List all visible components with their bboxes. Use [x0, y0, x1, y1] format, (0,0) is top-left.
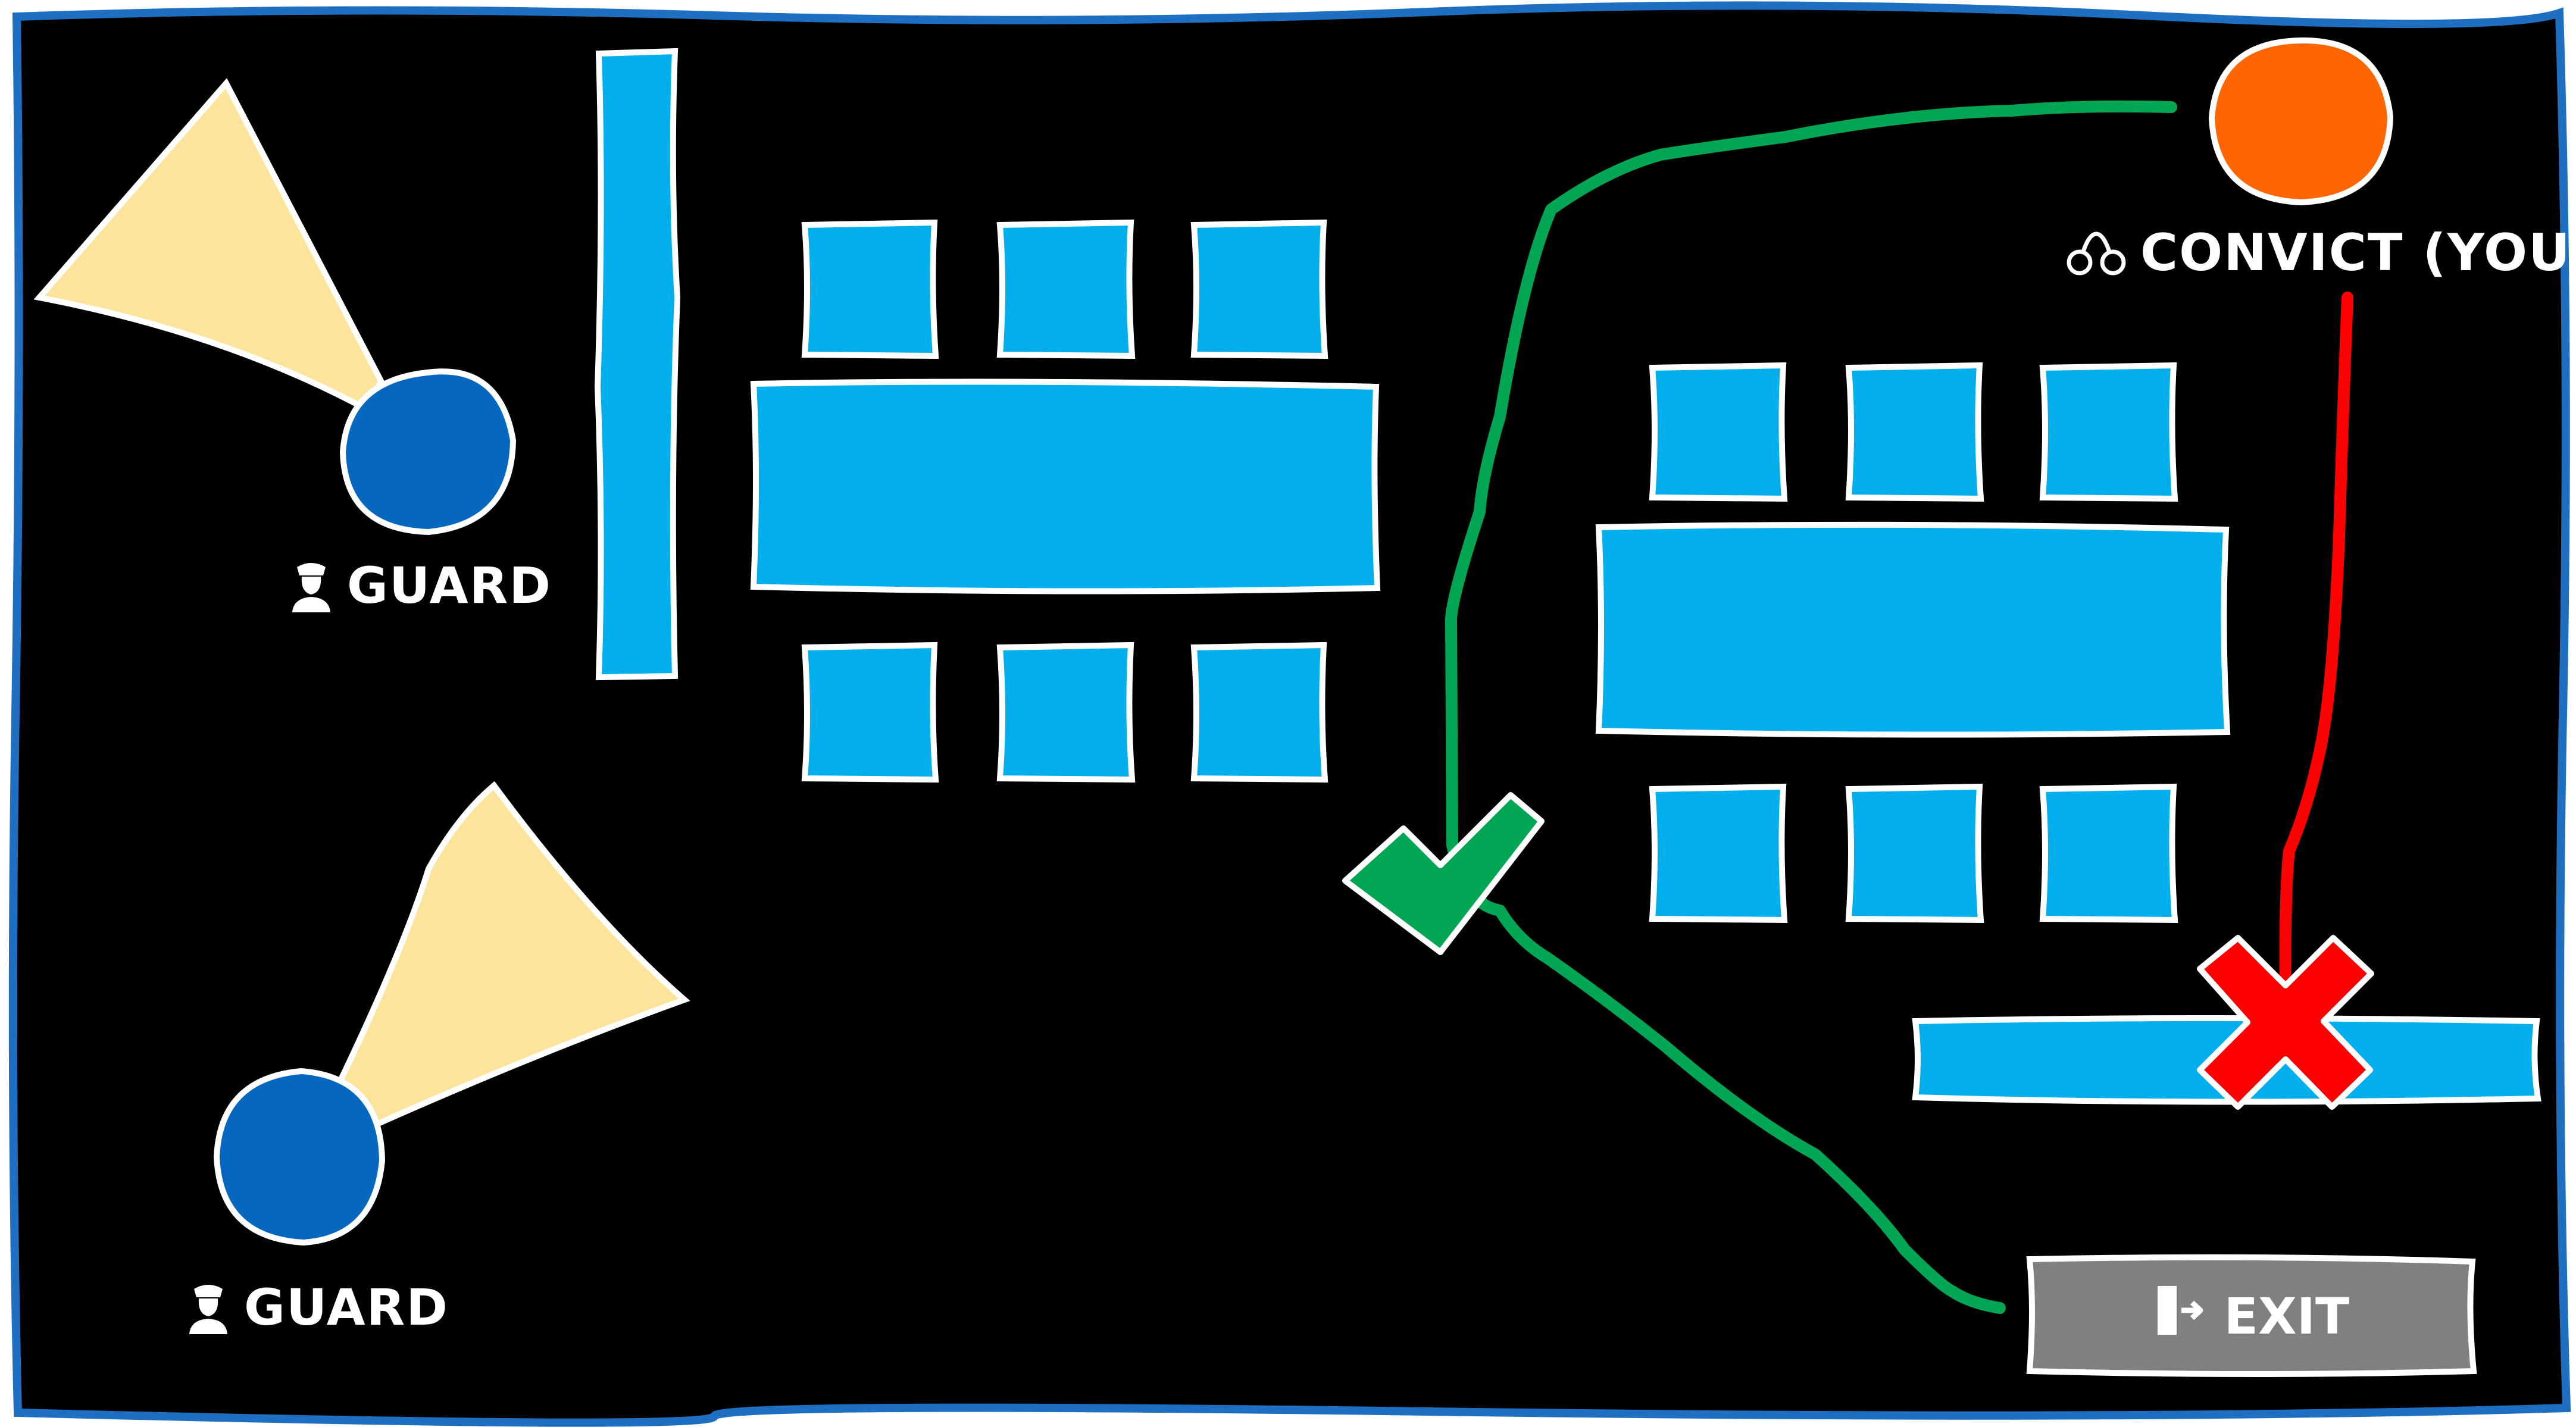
chair [1190, 641, 1328, 783]
chairs-left-top [801, 219, 1328, 359]
guard-body [213, 1068, 386, 1246]
guard-label: GUARD [186, 1278, 449, 1337]
table-left [750, 378, 1381, 594]
chair [1649, 362, 1788, 502]
police-officer-icon [289, 558, 334, 614]
chairs-left-bottom [801, 641, 1328, 783]
chair [801, 641, 939, 783]
guard-label: GUARD [289, 556, 552, 615]
handcuffs-icon [2065, 228, 2127, 278]
police-officer-icon [186, 1279, 231, 1335]
chair [1845, 783, 1984, 924]
chair [1845, 362, 1984, 502]
chair [996, 641, 1136, 783]
safe-path [1445, 100, 2177, 1314]
exit-door [2026, 1254, 2477, 1377]
wall-vertical [594, 48, 681, 681]
vision-cone [336, 781, 690, 1132]
chair [1190, 219, 1328, 359]
chair [2039, 783, 2178, 924]
guard-label-text: GUARD [244, 1278, 449, 1337]
convict-label: CONVICT (YOU) [2065, 223, 2576, 283]
chairs-right-top [1649, 362, 2178, 502]
exit-label: EXIT [2224, 1287, 2350, 1345]
chair [2039, 362, 2178, 502]
chairs-right-bottom [1649, 783, 2178, 924]
blocked-path [2279, 292, 2353, 1012]
guard-body [339, 368, 517, 536]
chair [996, 219, 1136, 359]
checkmark-icon [1342, 792, 1545, 955]
chair [801, 219, 939, 359]
guard-label-text: GUARD [347, 556, 552, 615]
cross-icon [2197, 935, 2374, 1110]
convict-label-text: CONVICT (YOU) [2140, 223, 2576, 283]
convict-player[interactable] [2208, 37, 2394, 206]
chair [1649, 783, 1788, 924]
exit-door-icon [2153, 1284, 2206, 1349]
exit-button[interactable]: EXIT [2031, 1260, 2471, 1372]
table-right [1595, 521, 2231, 738]
